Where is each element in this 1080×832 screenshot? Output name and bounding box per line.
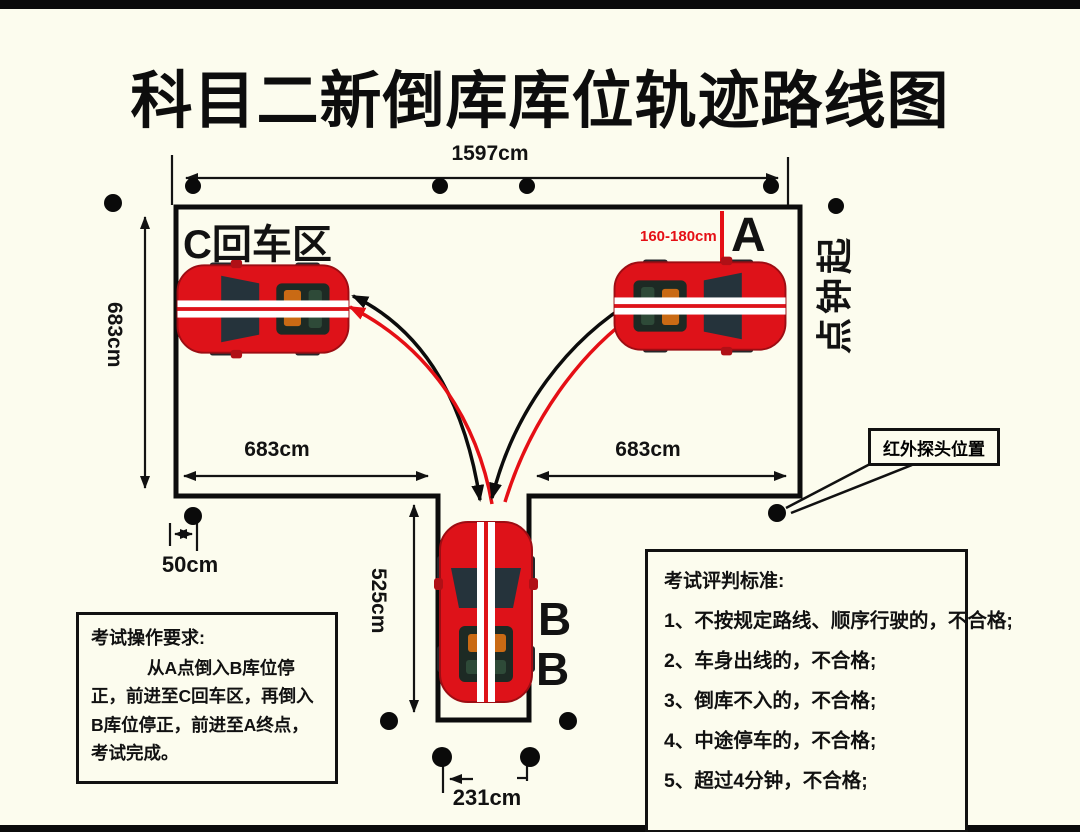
dim-label-683-bottom-left: 683cm xyxy=(244,438,310,461)
page-title: 科目二新倒库库位轨迹路线图 xyxy=(130,67,950,136)
criteria-item: 3、倒库不入的，不合格; xyxy=(664,690,877,712)
requirements-box-body: 从A点倒入B库位停正，前进至C回车区，再倒入B库位停正，前进至A终点，考试完成。 xyxy=(91,658,314,764)
trajectory-left-red xyxy=(348,305,494,505)
trajectory-left-black xyxy=(351,294,485,502)
criteria-item: 2、车身出线的，不合格; xyxy=(664,650,877,672)
start-timing-vertical-label: 点钟起 xyxy=(814,233,855,354)
dim-label-231: 231cm xyxy=(452,785,522,810)
probe-callout-lines xyxy=(785,461,913,515)
trajectory-curves xyxy=(348,293,653,505)
requirements-box: 考试操作要求: 从A点倒入B库位停正，前进至C回车区，再倒入B库位停正，前进至A… xyxy=(76,612,338,784)
requirements-box-title: 考试操作要求: xyxy=(91,628,205,648)
zone-label-a: A xyxy=(731,209,766,262)
zone-label-b-upper: B xyxy=(538,593,572,645)
dim-label-1597: 1597cm xyxy=(451,142,529,165)
dim-label-683-left: 683cm xyxy=(103,302,126,368)
zone-label-b-lower: B xyxy=(536,643,570,695)
criteria-box-title: 考试评判标准: xyxy=(664,571,785,592)
infrared-probe-dots xyxy=(104,178,844,767)
dim-label-683-bottom-right: 683cm xyxy=(615,438,681,461)
criteria-item: 5、超过4分钟，不合格; xyxy=(664,770,868,792)
criteria-item: 1、不按规定路线、顺序行驶的，不合格; xyxy=(664,610,1013,632)
zone-label-c-area: C回车区 xyxy=(183,223,332,267)
criteria-item: 4、中途停车的，不合格; xyxy=(664,730,877,752)
car-icon-a-start xyxy=(613,255,787,357)
course-boundary xyxy=(173,204,803,723)
car-icon-b-spot xyxy=(433,521,539,703)
car-icon-c-area xyxy=(176,258,350,360)
bottom-border-bar xyxy=(0,825,1080,832)
dim-label-50: 50cm xyxy=(161,552,219,577)
infrared-probe-callout: 红外探头位置 xyxy=(868,428,1000,466)
dim-label-160-180: 160-180cm xyxy=(640,228,717,245)
infrared-probe-callout-label: 红外探头位置 xyxy=(883,439,985,459)
criteria-box: 考试评判标准: 1、不按规定路线、顺序行驶的，不合格; 2、车身出线的，不合格;… xyxy=(645,549,1013,832)
dim-label-525: 525cm xyxy=(367,568,390,634)
top-border-bar xyxy=(0,0,1080,9)
